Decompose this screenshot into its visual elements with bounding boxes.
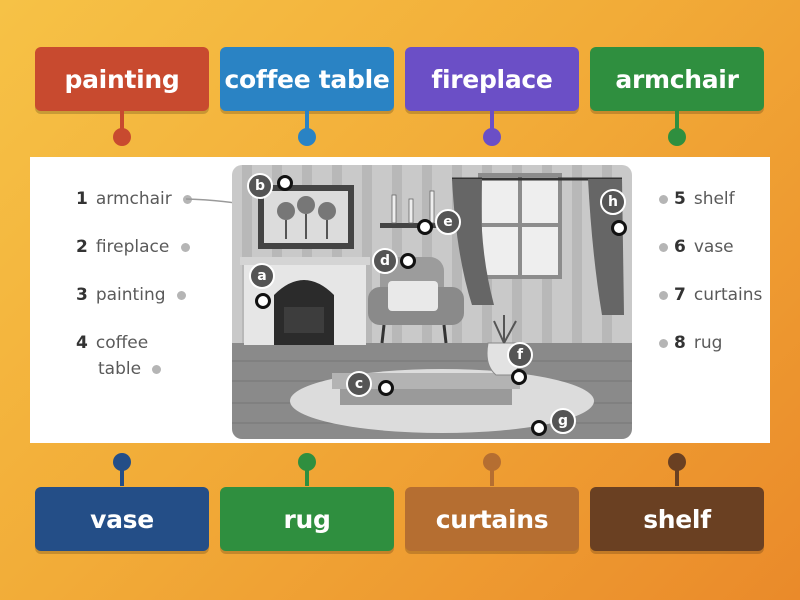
- tile-pin: [668, 453, 686, 471]
- scene-label-e: e: [435, 209, 461, 235]
- scene-label-a: a: [249, 263, 275, 289]
- answer-tile-painting[interactable]: painting: [35, 47, 209, 111]
- answer-tile-vase[interactable]: vase: [35, 487, 209, 551]
- tile-connector: [675, 468, 679, 486]
- tile-pin: [668, 128, 686, 146]
- answer-tile-coffee-table[interactable]: coffee table: [220, 47, 394, 111]
- answer-tile-fireplace[interactable]: fireplace: [405, 47, 579, 111]
- answer-tile-shelf[interactable]: shelf: [590, 487, 764, 551]
- tile-connector: [490, 111, 494, 129]
- scene-label-d: d: [372, 248, 398, 274]
- tile-pin: [113, 128, 131, 146]
- bullet-dot: [180, 242, 190, 252]
- drop-target-b[interactable]: [277, 175, 293, 191]
- bullet-dot: [659, 338, 668, 348]
- bullet-dot: [659, 290, 668, 300]
- living-room-illustration: [232, 165, 632, 439]
- tile-pin: [298, 128, 316, 146]
- scene-label-b: b: [247, 173, 273, 199]
- drop-target-a[interactable]: [255, 293, 271, 309]
- scene-label-h: h: [600, 189, 626, 215]
- bullet-dot: [659, 194, 668, 204]
- scene-label-g: g: [550, 408, 576, 434]
- tile-connector: [120, 468, 124, 486]
- tile-connector: [305, 111, 309, 129]
- tile-pin: [483, 453, 501, 471]
- scene-label-c: c: [346, 371, 372, 397]
- tile-pin: [298, 453, 316, 471]
- drop-target-d[interactable]: [400, 253, 416, 269]
- scene-label-f: f: [507, 342, 533, 368]
- drop-target-h[interactable]: [611, 220, 627, 236]
- drop-target-g[interactable]: [531, 420, 547, 436]
- tile-pin: [483, 128, 501, 146]
- bullet-dot: [183, 194, 193, 204]
- tile-connector: [675, 111, 679, 129]
- tile-connector: [120, 111, 124, 129]
- bullet-dot: [659, 242, 668, 252]
- tile-pin: [113, 453, 131, 471]
- drop-target-c[interactable]: [378, 380, 394, 396]
- answer-tile-rug[interactable]: rug: [220, 487, 394, 551]
- answer-tile-curtains[interactable]: curtains: [405, 487, 579, 551]
- drop-target-f[interactable]: [511, 369, 527, 385]
- drop-target-e[interactable]: [417, 219, 433, 235]
- bullet-dot: [152, 364, 162, 374]
- tile-connector: [305, 468, 309, 486]
- answer-tile-armchair[interactable]: armchair: [590, 47, 764, 111]
- bullet-dot: [176, 290, 186, 300]
- tile-connector: [490, 468, 494, 486]
